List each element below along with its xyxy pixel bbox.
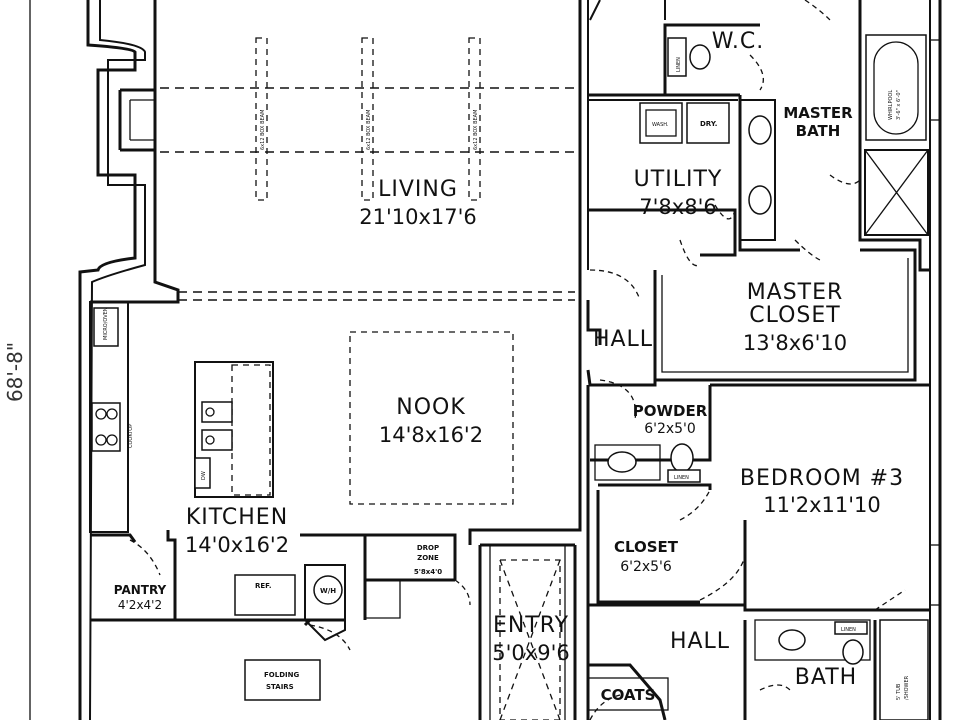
wc-toilet: LINEN xyxy=(667,37,711,77)
entry-name: ENTRY xyxy=(493,613,569,638)
wh-label: W/H xyxy=(320,587,336,595)
whirlpool-line2: 3'-6" x 6'-0" xyxy=(896,90,902,120)
micro-oven-label: MICRO/OVEN xyxy=(103,307,109,340)
powder-fixtures: LINEN xyxy=(594,443,701,483)
hall-upper-name: HALL xyxy=(593,327,653,352)
closet-name: CLOSET xyxy=(614,538,679,556)
coats-name: COATS xyxy=(601,686,656,704)
overall-dimension-label: 68'-8" xyxy=(3,342,27,402)
powder-dims: 6'2x5'0 xyxy=(644,421,696,437)
living-name: LIVING xyxy=(378,177,458,202)
washer-dryer: WASH. DRY. xyxy=(639,102,730,144)
ref-label: REF. xyxy=(255,582,272,590)
interior-walls xyxy=(468,0,930,720)
folding-stairs-line1: FOLDING xyxy=(264,671,299,679)
cooktop-label: COOKTOP xyxy=(128,424,134,448)
entry-dims: 5'0x9'6 xyxy=(492,641,569,665)
tub-line1: 5' TUB xyxy=(896,683,902,700)
hall-lower-name: HALL xyxy=(670,629,730,654)
drop-zone-name-1: DROP xyxy=(417,544,439,552)
wc-linen-label: LINEN xyxy=(676,57,682,72)
master-bath-vanity xyxy=(739,99,776,241)
dry-label: DRY. xyxy=(700,120,717,128)
tub-line2: /SHOWER xyxy=(904,675,910,700)
box-beams: 6x12 BOX BEAM 6x12 BOX BEAM 6x12 BOX BEA… xyxy=(160,37,580,301)
pantry-dims: 4'2x4'2 xyxy=(118,598,162,612)
powder-name: POWDER xyxy=(633,402,708,420)
beam-label-2: 6x12 BOX BEAM xyxy=(366,110,372,150)
kitchen-name: KITCHEN xyxy=(186,505,288,530)
water-heater: W/H xyxy=(304,564,346,642)
wc-name: W.C. xyxy=(712,29,765,54)
master-closet-name-1: MASTER xyxy=(747,280,844,305)
kitchen-dims: 14'0x16'2 xyxy=(185,533,289,557)
master-bath-name-1: MASTER xyxy=(783,104,853,122)
master-closet-dims: 13'8x6'10 xyxy=(743,331,847,355)
dishwasher-label: DW xyxy=(201,471,207,480)
master-bath-name-2: BATH xyxy=(796,122,841,140)
beam-label-3: 6x12 BOX BEAM xyxy=(473,110,479,150)
kitchen-counter: MICRO/OVEN COOKTOP xyxy=(89,301,134,533)
living-dims: 21'10x17'6 xyxy=(359,205,477,229)
bedroom3-name: BEDROOM #3 xyxy=(740,466,904,491)
utility-name: UTILITY xyxy=(634,167,723,192)
bath-linen-label: LINEN xyxy=(841,627,856,633)
kitchen-walls xyxy=(90,530,577,720)
folding-stairs: FOLDING STAIRS xyxy=(244,659,321,701)
drop-zone-dims: 5'8x4'0 xyxy=(414,568,442,576)
powder-linen-label: LINEN xyxy=(674,475,689,481)
wash-label: WASH. xyxy=(652,122,669,128)
fireplace xyxy=(118,88,155,152)
entry-skylight xyxy=(499,559,561,720)
drop-zone-name-2: ZONE xyxy=(417,554,439,562)
pantry-name: PANTRY xyxy=(114,583,167,597)
folding-stairs-line2: STAIRS xyxy=(266,683,294,691)
bath-fixtures: LINEN 5' TUB /SHOWER xyxy=(754,619,929,720)
refrigerator: REF. xyxy=(234,574,296,616)
shower xyxy=(864,149,929,236)
door-swings xyxy=(129,0,906,720)
exterior-walls xyxy=(78,0,942,720)
bath-name: BATH xyxy=(795,665,857,690)
utility-dims: 7'8x8'6 xyxy=(639,195,716,219)
nook-outline xyxy=(349,331,514,505)
master-closet-name-2: CLOSET xyxy=(749,303,840,328)
whirlpool-tub: WHIRLPOOL 3'-6" x 6'-0" xyxy=(865,34,927,141)
nook-name: NOOK xyxy=(396,395,466,420)
beam-label-1: 6x12 BOX BEAM xyxy=(260,110,266,150)
bedroom3-dims: 11'2x11'10 xyxy=(763,493,881,517)
kitchen-island: DW xyxy=(194,361,274,498)
nook-dims: 14'8x16'2 xyxy=(379,423,483,447)
closet-dims: 6'2x5'6 xyxy=(620,559,672,575)
whirlpool-line1: WHIRLPOOL xyxy=(888,90,894,120)
